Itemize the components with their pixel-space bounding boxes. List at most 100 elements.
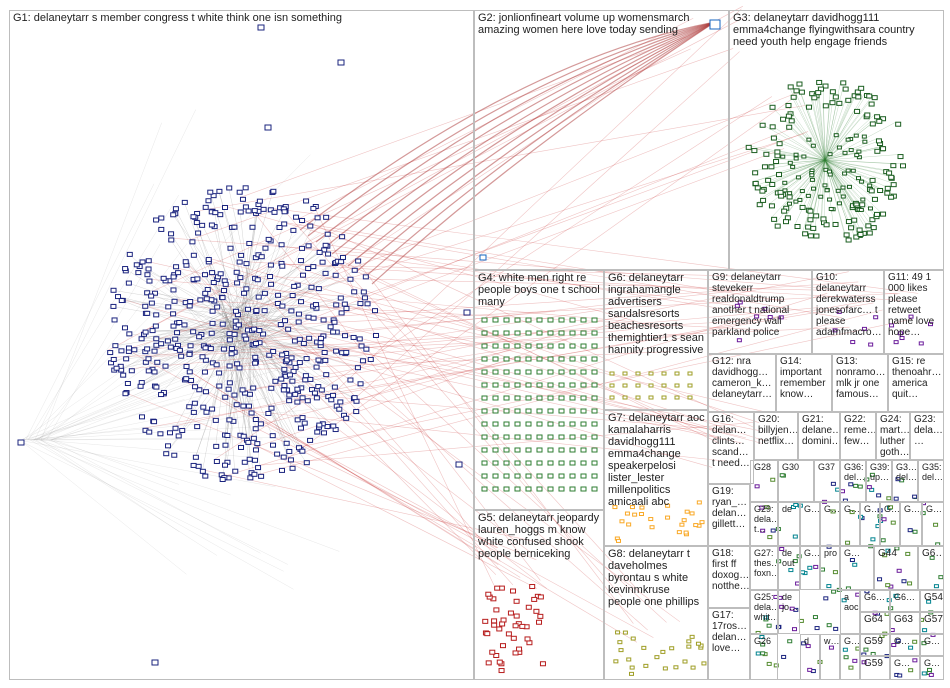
group-g13-label: G13: nonramo… mlk jr one famous… <box>836 356 885 400</box>
cell-22: G64 <box>860 612 890 634</box>
cell-label: G6… <box>894 592 917 602</box>
group-g4-label: G4: white men right re people boys one t… <box>478 272 601 308</box>
group-g21-box: G21: delane… domini… <box>798 412 840 460</box>
cell-24: G57 <box>920 612 944 634</box>
cell-label: w… <box>824 636 837 646</box>
cell-11: G… <box>840 502 860 546</box>
group-g1-label: G1: delaneytarr s member congress t whit… <box>13 12 471 24</box>
cell-label: G… <box>904 504 919 514</box>
cell-label: d <box>804 636 817 646</box>
group-g27-box: G27: thes… foxn… <box>750 546 778 590</box>
cell-27: G… <box>890 634 920 656</box>
group-g9-label: G9: delaneytarr stevekerr realdonaldtrum… <box>712 272 809 338</box>
group-g24-box: G24: mart… luther goth… <box>876 412 910 460</box>
cell-28: G… <box>920 634 944 656</box>
cell-29: G59 <box>860 656 890 680</box>
cell-7: d <box>800 634 820 680</box>
group-g35-box: G35: del… <box>918 460 944 502</box>
cell-label: G… <box>824 504 837 514</box>
cell-4: pro <box>820 546 840 590</box>
group-g39-label: G39: up… <box>870 462 889 482</box>
cell-label: G… <box>844 548 871 558</box>
group-g36-label: G36: del… <box>844 462 863 482</box>
group-g17-label: G17: 17ros… delan… love… <box>712 610 747 654</box>
group-g5-box: G5: delaneytarr jeopardy lauren_hoggs m … <box>474 510 604 680</box>
cell-20: G6… <box>890 590 920 612</box>
cell-14: G… <box>900 502 922 546</box>
group-g12-box: G12: nra davidhogg… cameron_k… delaneyta… <box>708 354 776 412</box>
group-g14-box: G14: important remember know… <box>776 354 832 412</box>
group-g5-label: G5: delaneytarr jeopardy lauren_hoggs m … <box>478 512 601 560</box>
cell-31: G… <box>920 656 944 680</box>
group-g35-label: G35: del… <box>922 462 941 482</box>
cell-label: pro <box>824 548 837 558</box>
cell-label: de out <box>782 548 797 568</box>
group-g3x-label: G3… del… <box>896 462 915 482</box>
cell-15: G… <box>922 502 944 546</box>
group-g4-box: G4: white men right re people boys one t… <box>474 270 604 510</box>
group-g21-label: G21: delane… domini… <box>802 414 837 447</box>
group-g27-label: G27: thes… foxn… <box>754 548 775 578</box>
cell-6: de jo… <box>778 590 800 634</box>
group-g6-label: G6: delaneytarr ingrahamangle advertiser… <box>608 272 705 356</box>
group-g28-box: G28 <box>750 460 778 502</box>
group-g26-box: G26 <box>750 634 778 680</box>
cell-label: G… <box>884 504 897 514</box>
cell-label: G44 <box>878 548 915 559</box>
group-g15-box: G15: re thenoahr… america quit… <box>888 354 944 412</box>
cell-3: G… <box>800 546 820 590</box>
group-g16-label: G16: delan… clints… scand… t need… <box>712 414 751 469</box>
group-g6-box: G6: delaneytarr ingrahamangle advertiser… <box>604 270 708 410</box>
cell-label: G63 <box>894 614 917 625</box>
cell-10: G… <box>820 502 840 546</box>
group-g18-box: G18: first ff doxog… notthe… <box>708 546 750 608</box>
group-g12-label: G12: nra davidhogg… cameron_k… delaneyta… <box>712 356 773 400</box>
group-g2-label: G2: jonlionfineart volume up womensmarch… <box>478 12 726 36</box>
group-g20-label: G20: billyjen… netflix… <box>758 414 795 447</box>
cell-23: G63 <box>890 612 920 634</box>
group-g10-label: G10: delaneytarr derekwaterss jonesofarc… <box>816 272 881 338</box>
group-g23-label: G23: dela… … <box>914 414 941 447</box>
cell-label: G54 <box>924 592 941 603</box>
cell-label: G… <box>894 658 917 668</box>
cell-label: G57 <box>924 614 941 625</box>
cell-label: G… <box>844 636 857 646</box>
cell-label: G64 <box>864 614 887 625</box>
group-g7-label: G7: delaneytarr aoc kamalaharris davidho… <box>608 412 705 508</box>
group-g19-box: G19: ryan_… delan… gillett… <box>708 484 750 546</box>
cell-26: G59 <box>860 634 890 656</box>
group-g3-label: G3: delaneytarr davidhogg111 emma4change… <box>733 12 941 48</box>
group-g37-label: G37 <box>818 462 837 472</box>
group-g29-label: G29: dela… t… <box>754 504 775 534</box>
cell-label: G… <box>924 658 941 668</box>
group-g22-label: G22: reme… few… <box>844 414 873 447</box>
cell-label: G59 <box>864 636 887 647</box>
group-g25-label: G25: dela… whit… <box>754 592 775 622</box>
group-g3-box: G3: delaneytarr davidhogg111 emma4change… <box>729 10 944 270</box>
cell-2: de out <box>778 546 800 590</box>
group-g11-label: G11: 49 1 000 likes please retweet name … <box>888 272 941 338</box>
group-g8-label: G8: delaneytarr t daveholmes byrontau s … <box>608 548 705 608</box>
cell-label: G… <box>926 504 941 514</box>
cell-16: G… <box>840 546 874 590</box>
cell-13: G… <box>880 502 900 546</box>
group-g10-box: G10: delaneytarr derekwaterss jonesofarc… <box>812 270 884 354</box>
cell-30: G… <box>890 656 920 680</box>
cell-9: G… <box>800 502 820 546</box>
cell-12: G… <box>860 502 880 546</box>
group-g13-box: G13: nonramo… mlk jr one famous… <box>832 354 888 412</box>
group-g24-label: G24: mart… luther goth… <box>880 414 907 458</box>
cell-8: w… <box>820 634 840 680</box>
group-g14-label: G14: important remember know… <box>780 356 829 400</box>
cell-label: G6… <box>864 592 887 602</box>
cell-5: a aoc <box>840 590 860 634</box>
group-g28-label: G28 <box>754 462 775 472</box>
group-g17-box: G17: 17ros… delan… love… <box>708 608 750 680</box>
group-g30-box: G30 <box>778 460 814 502</box>
group-g23-box: G23: dela… … <box>910 412 944 460</box>
group-g36-box: G36: del… <box>840 460 866 502</box>
group-g3x-box: G3… del… <box>892 460 918 502</box>
group-g11-box: G11: 49 1 000 likes please retweet name … <box>884 270 944 354</box>
group-g26-label: G26 <box>754 636 775 646</box>
cell-1: de <box>778 502 800 546</box>
